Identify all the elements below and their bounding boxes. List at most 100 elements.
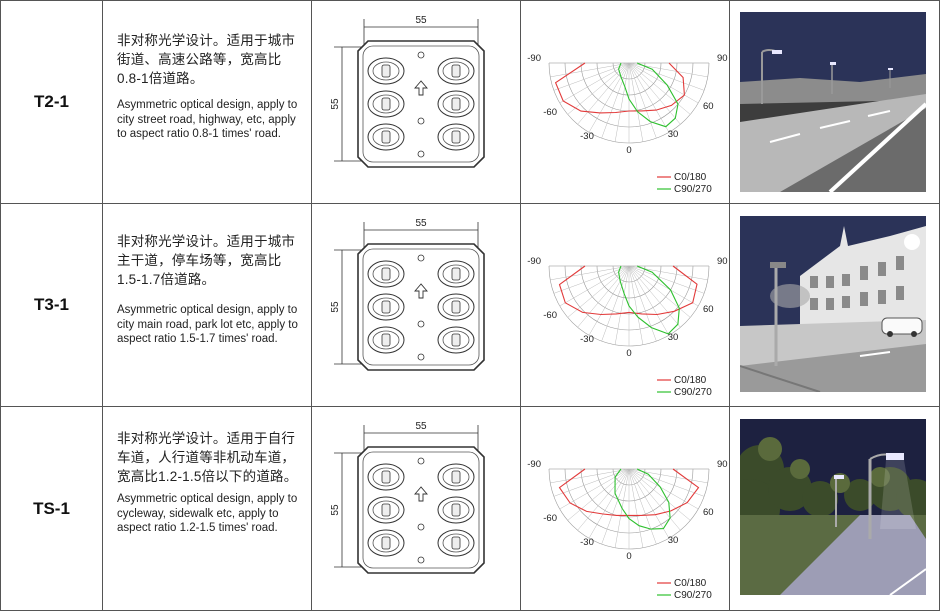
led-chip xyxy=(451,503,461,517)
description-cell: 非对称光学设计。适用于城市街道、高速公路等，宽高比0.8-1倍道路。 Asymm… xyxy=(103,1,311,203)
led-chip xyxy=(451,130,461,144)
col-divider xyxy=(729,0,730,611)
polar-grid-spoke xyxy=(553,265,630,294)
led-module-drawing: 55 55 xyxy=(330,15,485,168)
polar-angle-label: -60 xyxy=(543,107,557,118)
polar-grid-spoke xyxy=(567,468,630,521)
c0-180-curve xyxy=(558,265,698,316)
led-chip xyxy=(381,97,391,111)
polar-grid-spoke xyxy=(614,265,630,345)
polar-grid-spoke xyxy=(601,62,630,139)
polar-grid-spoke xyxy=(628,265,699,307)
lens-inner xyxy=(372,330,400,350)
lens-inner xyxy=(442,94,470,114)
led-chip xyxy=(381,536,391,550)
lens-inner xyxy=(442,533,470,553)
polar-angle-label: 60 xyxy=(703,304,714,315)
polar-grid-spoke xyxy=(628,265,705,294)
screw-hole xyxy=(417,117,425,125)
module-inner-outline xyxy=(362,45,480,163)
c0-180-curve xyxy=(554,62,685,114)
screw-hole xyxy=(417,254,425,262)
led-chip xyxy=(381,64,391,78)
lens-inner xyxy=(442,467,470,487)
c90-270-curve xyxy=(618,265,680,335)
polar-grid-spoke xyxy=(559,468,630,510)
height-dimension-label: 55 xyxy=(330,98,341,110)
c0-180-curve xyxy=(558,468,700,516)
polar-grid-spoke xyxy=(628,468,657,545)
polar-grid-spoke xyxy=(601,265,630,342)
col-divider xyxy=(102,0,103,611)
lens-inner xyxy=(372,467,400,487)
polar-grid-spoke xyxy=(559,265,630,307)
row-divider xyxy=(0,610,940,611)
direction-arrow-icon xyxy=(414,80,428,96)
polar-grid-spoke xyxy=(628,62,644,142)
led-chip xyxy=(381,503,391,517)
screw-hole xyxy=(417,150,425,158)
polar-grid-spoke xyxy=(588,62,630,133)
row-code: T3-1 xyxy=(1,204,102,406)
direction-arrow-icon xyxy=(414,283,428,299)
polar-grid-spoke xyxy=(577,468,630,531)
polar-grid-spoke xyxy=(628,468,644,548)
polar-angle-label: 0 xyxy=(626,551,631,562)
polar-grid-spoke xyxy=(628,265,670,336)
col-divider xyxy=(311,0,312,611)
lens-inner xyxy=(442,500,470,520)
polar-grid-spoke xyxy=(559,62,630,104)
lens-inner xyxy=(372,533,400,553)
description-en: Asymmetric optical design, apply to city… xyxy=(117,99,298,140)
application-scene-image xyxy=(740,216,926,392)
c90-270-curve xyxy=(614,468,671,530)
polar-angle-label: -30 xyxy=(580,537,594,548)
description-zh: 非对称光学设计。适用于城市主干道，停车场等，宽高比1.5-1.7倍道路。 xyxy=(117,234,296,287)
height-dimension-label: 55 xyxy=(330,504,341,516)
lens-inner xyxy=(442,297,470,317)
module-inner-outline xyxy=(362,451,480,569)
legend-label-c0: C0/180 xyxy=(674,172,707,183)
width-dimension-label: 55 xyxy=(415,218,427,229)
col-divider xyxy=(520,0,521,611)
led-chip xyxy=(451,470,461,484)
lens-inner xyxy=(372,61,400,81)
polar-angle-label: 60 xyxy=(703,507,714,518)
polar-angle-label: -90 xyxy=(527,53,541,64)
description-zh: 非对称光学设计。适用于城市街道、高速公路等，宽高比0.8-1倍道路。 xyxy=(117,33,296,86)
lens-inner xyxy=(372,264,400,284)
polar-grid-spoke xyxy=(628,468,670,539)
polar-angle-label: -60 xyxy=(543,513,557,524)
legend-label-c0: C0/180 xyxy=(674,375,707,386)
lens-inner xyxy=(442,127,470,147)
led-chip xyxy=(381,470,391,484)
code-label: T2-1 xyxy=(34,92,69,111)
led-chip xyxy=(381,300,391,314)
polar-angle-label: 60 xyxy=(703,101,714,112)
polar-grid-spoke xyxy=(628,265,681,328)
description-cell: 非对称光学设计。适用于城市主干道，停车场等，宽高比1.5-1.7倍道路。 Asy… xyxy=(103,204,311,406)
lens-inner xyxy=(372,94,400,114)
led-module-drawing: 55 55 xyxy=(330,218,485,371)
application-scene-image xyxy=(740,419,926,595)
lens-inner xyxy=(372,127,400,147)
polar-grid-spoke xyxy=(553,468,630,497)
polar-angle-label: -30 xyxy=(580,131,594,142)
height-dimension-label: 55 xyxy=(330,301,341,313)
direction-arrow-icon xyxy=(414,486,428,502)
width-dimension-label: 55 xyxy=(415,15,427,26)
description-zh: 非对称光学设计。适用于自行车道，人行道等非机动车道，宽高比1.2-1.5倍以下的… xyxy=(117,431,298,484)
led-chip xyxy=(451,64,461,78)
polar-grid-spoke xyxy=(550,468,630,484)
description-cell: 非对称光学设计。适用于自行车道，人行道等非机动车道，宽高比1.2-1.5倍以下的… xyxy=(103,407,311,610)
lens-inner xyxy=(442,264,470,284)
screw-hole xyxy=(417,523,425,531)
polar-angle-label: 30 xyxy=(668,535,679,546)
led-chip xyxy=(381,333,391,347)
row-code: TS-1 xyxy=(1,407,102,610)
lens-inner xyxy=(442,330,470,350)
polar-angle-label: -30 xyxy=(580,334,594,345)
